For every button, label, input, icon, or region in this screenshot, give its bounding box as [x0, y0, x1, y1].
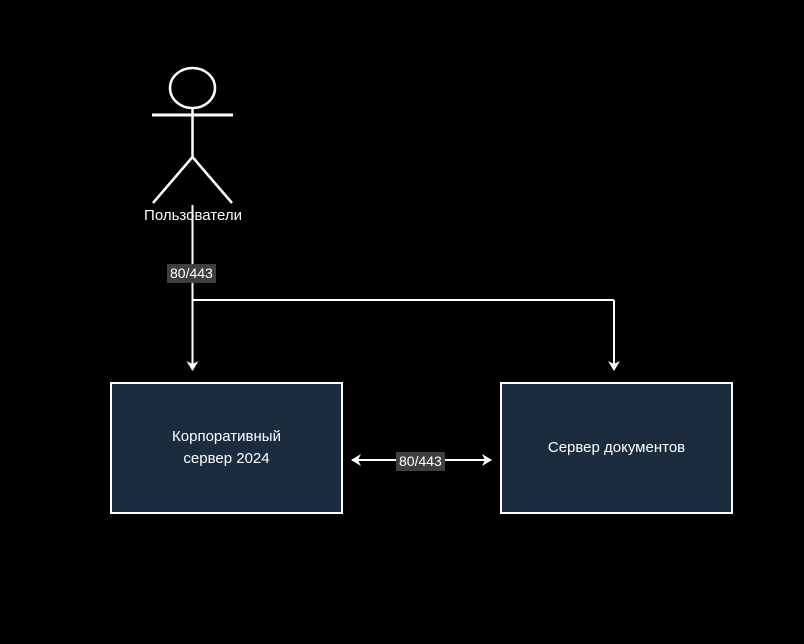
node-document-server[interactable]: Сервер документов — [500, 382, 733, 514]
edge-label-corporate-documents: 80/443 — [396, 452, 445, 471]
node-document-server-label: Сервер документов — [547, 439, 686, 456]
edge-label-users-servers: 80/443 — [167, 264, 216, 283]
node-corporate-server[interactable]: Корпоративный сервер 2024 — [110, 382, 343, 514]
actor-head-icon — [168, 66, 217, 110]
actor-right-leg-line — [191, 156, 233, 204]
node-corporate-server-label: Корпоративный сервер 2024 — [172, 428, 281, 467]
actor-left-leg-line — [152, 156, 194, 204]
actor-users-label: Пользователи — [144, 207, 242, 224]
actor-users-figure — [152, 66, 233, 204]
